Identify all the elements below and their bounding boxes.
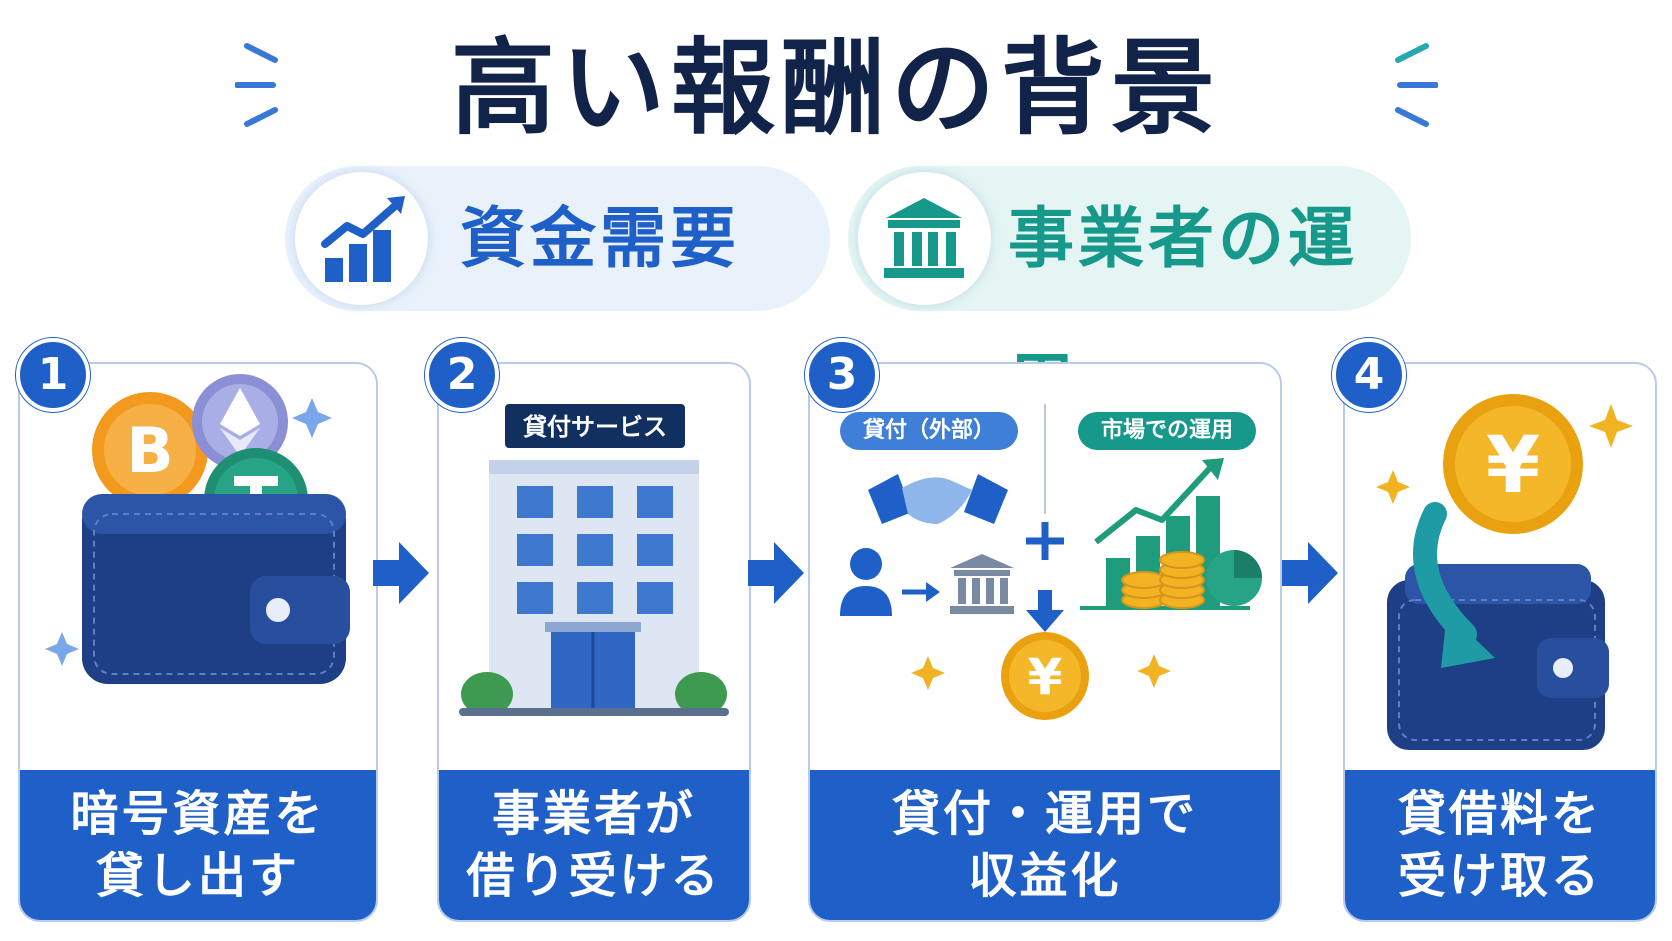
tree-icon: [461, 672, 513, 716]
business-operation-label: 事業者の運用: [1008, 200, 1358, 422]
arrow-right-icon: [748, 542, 804, 604]
coin-stack-icon: [1121, 551, 1205, 609]
step-3-caption: 貸付・運用で 収益化: [810, 770, 1280, 920]
step-4-caption: 貸借料を 受け取る: [1345, 770, 1655, 920]
business-operation-pill: 事業者の運用: [848, 166, 1411, 422]
yen-coin-icon: ¥: [1001, 632, 1089, 720]
step-number-1: 1: [16, 338, 90, 412]
building-illustration: 貸付サービス: [459, 404, 729, 716]
arrow-right-icon: [1282, 542, 1338, 604]
step-4-line1: 貸借料を: [1397, 786, 1602, 842]
step-card-4: ¥ 貸借料を 受け取る: [1343, 362, 1657, 922]
svg-text:¥: ¥: [1486, 421, 1540, 511]
person-icon: [840, 548, 892, 616]
plus-icon: [1026, 522, 1064, 560]
external-lending-tag: 貸付（外部）: [840, 412, 1018, 450]
handshake-icon: [868, 474, 1008, 524]
growth-chart-icon: [295, 172, 428, 305]
sparkle-icon: [1137, 654, 1171, 688]
step-1-line1: 暗号資産を: [70, 786, 326, 842]
sparkle-icon: [1376, 470, 1410, 504]
step-1-line2: 貸し出す: [95, 848, 300, 904]
wallet-receiving-yen-illustration: ¥: [1376, 394, 1633, 750]
step-number-3: 3: [805, 338, 879, 412]
step-card-3: 貸付（外部） 市場での運用: [808, 362, 1282, 922]
step-1-caption: 暗号資産を 貸し出す: [20, 770, 376, 920]
market-operation-tag: 市場での運用: [1078, 412, 1256, 450]
arrow-down-icon: [1026, 590, 1064, 632]
bank-small-icon: [950, 554, 1014, 614]
left-sparkle-lines-icon: [235, 43, 278, 127]
step-3-line2: 収益化: [968, 848, 1122, 904]
step-3-line1: 貸付・運用で: [891, 786, 1198, 842]
arrow-right-icon: [373, 542, 429, 604]
step-number-2: 2: [425, 338, 499, 412]
sparkle-icon: [45, 632, 79, 666]
right-sparkle-lines-icon: [1395, 43, 1438, 127]
pie-chart-icon: [1206, 550, 1262, 606]
sparkle-icon: [911, 656, 945, 690]
page-title: 高い報酬の背景: [450, 27, 1221, 149]
lending-service-sign: 貸付サービス: [523, 413, 667, 441]
svg-text:¥: ¥: [1028, 648, 1063, 706]
step-card-2: 貸付サービス 事業者が 借り受ける: [437, 362, 751, 922]
funding-demand-pill: 資金需要: [285, 166, 830, 311]
step-card-1: B 暗号資産を 貸し出す: [18, 362, 378, 922]
sparkle-icon: [1589, 404, 1633, 448]
bank-icon: [858, 172, 991, 305]
yen-coin-icon: ¥: [1443, 394, 1583, 534]
wallet-with-crypto-illustration: B: [45, 374, 350, 684]
curved-arrow-down-icon: [1413, 502, 1495, 668]
lending-and-operation-illustration: ¥: [840, 404, 1262, 720]
tree-icon: [675, 672, 727, 716]
svg-text:B: B: [126, 414, 173, 487]
sparkle-icon: [292, 398, 332, 438]
step-number-4: 4: [1332, 338, 1406, 412]
step-2-line2: 借り受ける: [466, 848, 722, 904]
step-2-caption: 事業者が 借り受ける: [439, 770, 749, 920]
step-4-line2: 受け取る: [1397, 848, 1602, 904]
step-2-line1: 事業者が: [491, 786, 696, 842]
arrow-right-small-icon: [902, 582, 940, 602]
funding-demand-label: 資金需要: [460, 200, 740, 277]
